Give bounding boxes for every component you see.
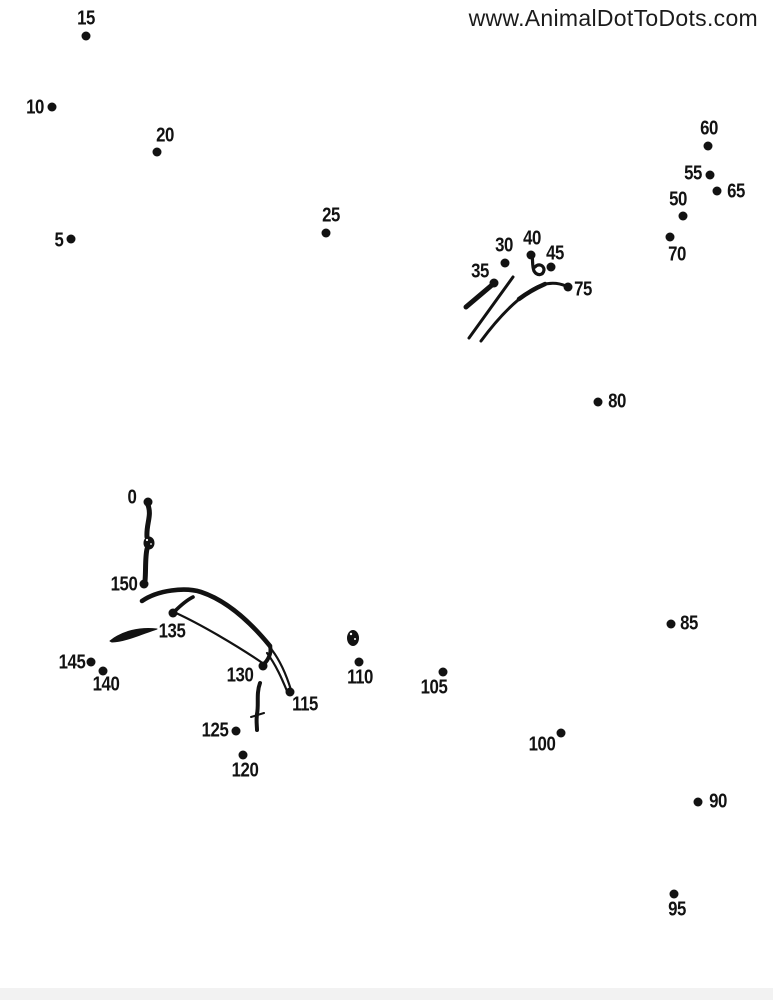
puzzle-dot-70[interactable] — [665, 232, 675, 242]
puzzle-dot-25[interactable] — [321, 228, 331, 238]
dot-number-label: 105 — [420, 676, 448, 699]
throat-stroke-outer — [270, 648, 293, 692]
puzzle-dot-85[interactable] — [666, 619, 676, 629]
dot-number-label: 15 — [77, 7, 95, 30]
dot-number-label: 20 — [156, 124, 174, 147]
puzzle-dot-135[interactable] — [168, 608, 178, 618]
puzzle-dot-35[interactable] — [489, 278, 499, 288]
dot-number-label: 40 — [523, 227, 541, 250]
right-foot-loop — [530, 252, 546, 277]
page-footer-band — [0, 988, 773, 1000]
puzzle-dot-110[interactable] — [354, 657, 364, 667]
dot-number-label: 85 — [680, 612, 698, 635]
dot-number-label: 25 — [322, 204, 340, 227]
dot-number-label: 140 — [92, 673, 120, 696]
dot-number-label: 50 — [669, 188, 687, 211]
dot-number-label: 95 — [668, 898, 686, 921]
dot-number-label: 110 — [347, 666, 373, 689]
dot-number-label: 75 — [574, 278, 592, 301]
puzzle-dot-55[interactable] — [705, 170, 715, 180]
puzzle-dot-45[interactable] — [546, 262, 556, 272]
puzzle-dot-65[interactable] — [712, 186, 722, 196]
puzzle-dot-140[interactable] — [98, 666, 108, 676]
puzzle-dot-115[interactable] — [285, 687, 295, 697]
dot-number-label: 130 — [226, 664, 254, 687]
left-foot-claw-long — [467, 275, 515, 340]
dot-number-label: 115 — [292, 693, 318, 716]
puzzle-dot-130[interactable] — [258, 661, 268, 671]
eye-highlight — [349, 632, 353, 636]
dot-number-label: 145 — [58, 651, 86, 674]
bill-upper-outline — [139, 587, 273, 649]
leg-crossbar — [250, 712, 265, 718]
puzzle-dot-50[interactable] — [678, 211, 688, 221]
dot-number-label: 60 — [700, 117, 718, 140]
leg-stroke — [254, 681, 262, 732]
site-url-header: www.AnimalDotToDots.com — [468, 5, 758, 31]
dot-number-label: 10 — [26, 96, 44, 119]
head-stroke — [144, 502, 152, 540]
dot-number-label: 55 — [684, 162, 702, 185]
dot-number-label: 150 — [110, 573, 138, 596]
puzzle-dot-90[interactable] — [693, 797, 703, 807]
dot-number-label: 65 — [727, 180, 745, 203]
puzzle-dot-60[interactable] — [703, 141, 713, 151]
eye-highlight — [145, 538, 149, 542]
dot-number-label: 120 — [231, 759, 259, 782]
crescent-feather — [109, 628, 158, 643]
puzzle-dot-75[interactable] — [563, 282, 573, 292]
eye-icon — [143, 536, 155, 550]
eye-highlight — [354, 638, 356, 640]
dot-number-label: 90 — [709, 790, 727, 813]
puzzle-dot-100[interactable] — [556, 728, 566, 738]
puzzle-dot-10[interactable] — [47, 102, 57, 112]
dot-number-label: 125 — [201, 719, 229, 742]
eye-icon — [347, 630, 359, 646]
puzzle-dot-30[interactable] — [500, 258, 510, 268]
head-stroke-lower — [142, 546, 150, 584]
puzzle-dot-40[interactable] — [526, 250, 536, 260]
puzzle-dot-0[interactable] — [143, 497, 153, 507]
puzzle-dot-5[interactable] — [66, 234, 76, 244]
puzzle-dot-150[interactable] — [139, 579, 149, 589]
dot-number-label: 80 — [608, 390, 626, 413]
throat-stroke-inner — [265, 651, 289, 693]
dot-number-label: 70 — [668, 243, 686, 266]
puzzle-dot-95[interactable] — [669, 889, 679, 899]
puzzle-dot-15[interactable] — [81, 31, 91, 41]
eye-highlight — [150, 543, 152, 545]
puzzle-dot-80[interactable] — [593, 397, 603, 407]
dot-number-label: 5 — [54, 229, 64, 252]
right-foot-claw-long — [479, 281, 568, 343]
dot-number-label: 30 — [495, 234, 513, 257]
left-foot-claw-thick — [463, 282, 495, 310]
puzzle-dot-145[interactable] — [86, 657, 96, 667]
dot-number-label: 35 — [471, 260, 489, 283]
bill-lower-outline — [174, 611, 263, 664]
dot-number-label: 135 — [158, 620, 186, 643]
dot-number-label: 0 — [127, 486, 137, 509]
puzzle-dot-105[interactable] — [438, 667, 448, 677]
puzzle-dot-20[interactable] — [152, 147, 162, 157]
dot-number-label: 45 — [546, 242, 564, 265]
dot-number-label: 100 — [528, 733, 556, 756]
puzzle-dot-125[interactable] — [231, 726, 241, 736]
puzzle-dot-120[interactable] — [238, 750, 248, 760]
